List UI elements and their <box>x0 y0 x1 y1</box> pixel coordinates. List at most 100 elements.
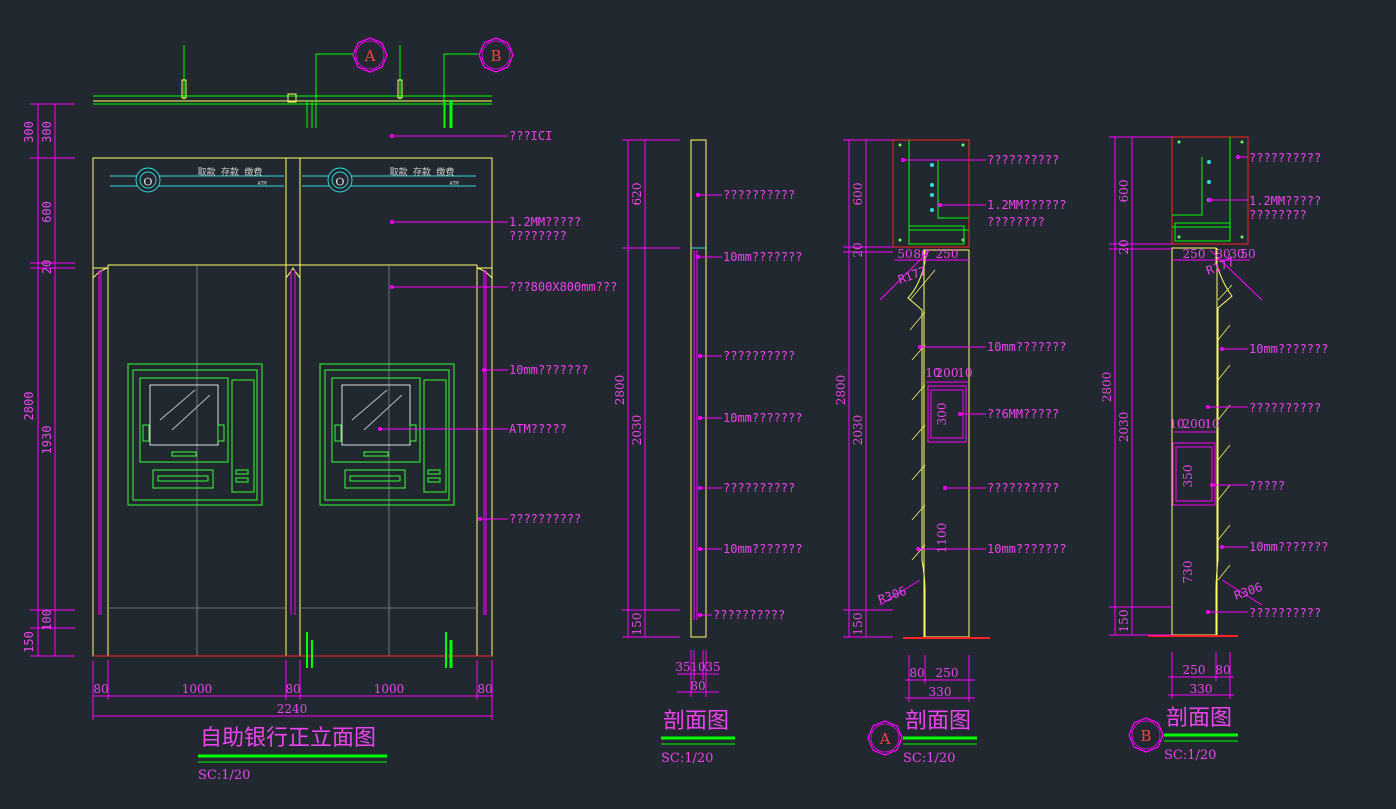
section-b-title: 剖面图 <box>1166 706 1232 731</box>
atm-unit-1 <box>127 363 263 506</box>
secA-dim-l5: 150 <box>851 613 865 636</box>
section-a-marker[interactable]: A <box>867 720 903 756</box>
elev-dim-l2: 300 <box>40 121 54 143</box>
secA-dim-b1: 80 <box>909 666 924 680</box>
atm-unit-2 <box>319 363 455 506</box>
callout-a-label: A <box>364 47 376 65</box>
secA-note-3: ???????? <box>987 215 1045 229</box>
section-b-marker[interactable]: B <box>1128 717 1164 753</box>
sec1-dim-b2: 10 <box>690 660 705 674</box>
secB-note-3: ???????? <box>1249 208 1307 222</box>
secA-dim-t2: 80 <box>913 247 928 261</box>
section-a: R177 R306 ?????????? 1.2MM?????? ???????… <box>834 139 1066 766</box>
sec1-dim-l2: 2800 <box>613 375 627 406</box>
elev-dim-b5: 80 <box>477 682 492 696</box>
secB-dim-l4: 2030 <box>1117 412 1131 443</box>
secB-dim-b2: 80 <box>1215 663 1230 677</box>
sec1-dim-b4: 80 <box>690 679 705 693</box>
secA-radius-top: R177 <box>896 264 928 287</box>
callout-b-label: B <box>490 47 501 65</box>
section-b-scale: SC:1/20 <box>1164 748 1216 763</box>
sec1-dim-b1: 35 <box>675 660 690 674</box>
elev-note-2: 1.2MM????? <box>509 215 581 229</box>
secA-note-4: 10mm??????? <box>987 340 1066 354</box>
secA-win-d1: 10 <box>925 366 940 380</box>
elev-note-7: ?????????? <box>509 512 581 526</box>
sec1-note-5: ?????????? <box>723 481 795 495</box>
secA-note-5: ??6MM????? <box>987 407 1059 421</box>
secA-dim-l1: 600 <box>851 183 865 206</box>
sec1-note-7: ?????????? <box>713 608 785 622</box>
elev-note-3: ???????? <box>509 229 567 243</box>
elev-dim-b3: 80 <box>285 682 300 696</box>
sec1-note-1: ?????????? <box>723 188 795 202</box>
elev-note-1: ???ICI <box>509 129 552 143</box>
secB-dim-b3: 330 <box>1190 682 1213 696</box>
section-a-title: 剖面图 <box>905 709 971 734</box>
elev-dim-b4: 1000 <box>374 682 405 696</box>
section-plain: ?????????? 10mm??????? ?????????? 10mm??… <box>613 139 802 766</box>
elev-dim-l6: 1930 <box>40 426 54 455</box>
secB-dim-b1: 250 <box>1183 663 1206 677</box>
secA-dim-l3: 2800 <box>834 375 848 406</box>
elev-dim-l5: 2800 <box>22 392 36 421</box>
secB-dim-t1: 250 <box>1183 247 1206 261</box>
secB-dim-t4: 50 <box>1240 247 1255 261</box>
plan-strip <box>93 45 492 128</box>
secA-note-2: 1.2MM?????? <box>987 198 1066 212</box>
secA-win-d3: 10 <box>957 366 972 380</box>
front-elevation: Ѻ Ѻ 取款 存款 缴费 ATM 取款 存款 缴费 ATM <box>22 103 617 783</box>
secB-note-5: ?????????? <box>1249 401 1321 415</box>
elev-dim-total: 2240 <box>277 702 308 716</box>
sign-text-2: 取款 存款 缴费 <box>390 166 455 178</box>
secB-dim-t2: 80 <box>1215 247 1230 261</box>
elev-dim-l3: 600 <box>40 201 54 223</box>
secA-dim-l4: 2030 <box>851 415 865 446</box>
section-callout-b[interactable]: B <box>478 37 514 73</box>
secB-marker-label: B <box>1140 727 1151 745</box>
sec1-note-6: 10mm??????? <box>723 542 802 556</box>
secB-note-8: ?????????? <box>1249 606 1321 620</box>
secB-dim-l3: 2800 <box>1100 372 1114 403</box>
elev-dim-b2: 1000 <box>182 682 213 696</box>
sign-sub-1: ATM <box>257 181 266 187</box>
secA-note-6: ?????????? <box>987 481 1059 495</box>
elevation-title: 自助银行正立面图 <box>200 726 376 751</box>
elev-dim-l7: 150 <box>22 631 36 653</box>
sign-sub-2: ATM <box>449 181 458 187</box>
elevation-scale: SC:1/20 <box>198 768 250 783</box>
secA-win-d2: 200 <box>936 366 959 380</box>
secB-lower-dim: 730 <box>1181 561 1195 584</box>
sec1-note-2: 10mm??????? <box>723 250 802 264</box>
secB-note-4: 10mm??????? <box>1249 342 1328 356</box>
sign-text-1: 取款 存款 缴费 <box>198 166 263 178</box>
svg-text:Ѻ: Ѻ <box>144 175 152 188</box>
secB-note-7: 10mm??????? <box>1249 540 1328 554</box>
secA-dim-t1: 50 <box>897 247 912 261</box>
secA-dim-l2: 20 <box>851 242 865 257</box>
elev-note-4: ???800X800mm??? <box>509 280 617 294</box>
svg-text:Ѻ: Ѻ <box>336 175 344 188</box>
secB-dim-t3: 30 <box>1229 247 1244 261</box>
secA-dim-b2: 250 <box>936 666 959 680</box>
secB-dim-l2: 20 <box>1117 239 1131 254</box>
secA-dim-t3: 250 <box>936 247 959 261</box>
secB-radius-bottom: R306 <box>1232 580 1264 603</box>
sec1-dim-l1: 620 <box>630 183 644 206</box>
secA-lower-dim: 1100 <box>935 523 949 554</box>
elev-dim-l4: 20 <box>40 260 54 274</box>
sec1-dim-l3: 2030 <box>630 415 644 446</box>
section1-title: 剖面图 <box>663 709 729 734</box>
sec1-dim-b3: 35 <box>705 660 720 674</box>
secB-note-1: ?????????? <box>1249 151 1321 165</box>
secB-win-h: 350 <box>1181 465 1195 488</box>
secB-dim-l1: 600 <box>1117 180 1131 203</box>
sec1-dim-l4: 150 <box>630 613 644 636</box>
section-callout-a[interactable]: A <box>352 37 388 73</box>
elev-dim-l1: 300 <box>22 121 36 143</box>
sec1-note-4: 10mm??????? <box>723 411 802 425</box>
secB-win-d3: 10 <box>1204 417 1219 431</box>
secA-note-7: 10mm??????? <box>987 542 1066 556</box>
elev-note-5: 10mm??????? <box>509 363 588 377</box>
